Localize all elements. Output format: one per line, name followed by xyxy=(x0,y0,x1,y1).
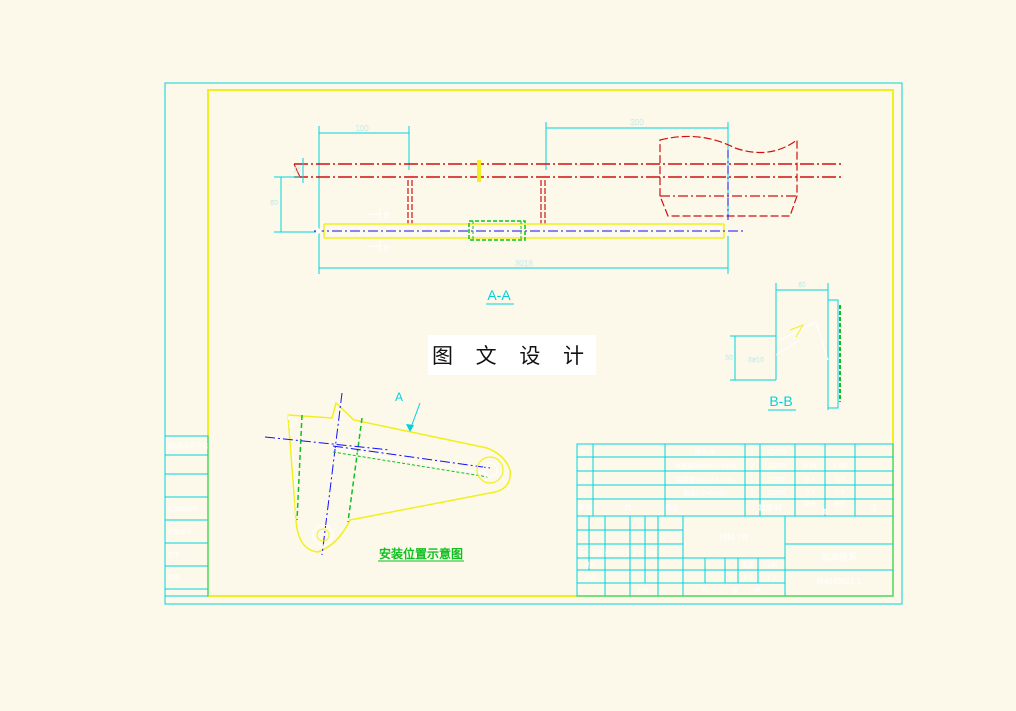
cut-b-top: B xyxy=(384,211,389,220)
weight-value: 2.8 xyxy=(743,575,753,582)
bom-no: 3 xyxy=(583,463,587,470)
bom-mat: Q235 xyxy=(768,449,785,456)
bom-grid xyxy=(576,443,894,597)
weld-note: 3ø10 xyxy=(748,357,764,364)
bom-header-total: 总计 xyxy=(834,500,846,508)
install-sketch: A 安装位置示意图 xyxy=(264,390,511,562)
bom-qty: 2 xyxy=(750,449,754,456)
sheet-of: 张 xyxy=(732,587,738,595)
strip-label-3: 签字 xyxy=(168,551,180,559)
inner-border xyxy=(207,89,894,597)
material-label: 材料 7件 xyxy=(719,532,750,542)
bom-name: 吊接管Ø20x4 L=150 xyxy=(676,475,735,484)
dim-15: 15 xyxy=(293,167,301,174)
bom-qty: 2 xyxy=(750,463,754,470)
bom-rows: B1 接头体 2 Q235 3 冲洗管Ø16x2 L=1434 2 Q235 0… xyxy=(578,447,878,516)
file-label: 更改文件号 xyxy=(604,550,629,557)
section-aa-title: A-A xyxy=(487,287,511,303)
sheet-no: 第 xyxy=(755,587,761,595)
strip-label-4: 日期 xyxy=(168,574,180,582)
dim-bb-50: 50 xyxy=(725,355,733,362)
bom-header-note: 注 xyxy=(871,503,878,512)
bom-name: 冲洗管Ø16x2 L=1434 xyxy=(674,461,737,470)
install-title: 安装位置示意图 xyxy=(379,546,463,561)
bom-header-no: 序号 xyxy=(578,503,592,512)
qty-value: 1 xyxy=(729,575,733,582)
bom-w2: 0.5 xyxy=(835,477,845,484)
bom-qty: 2 xyxy=(750,490,754,497)
outer-border xyxy=(164,82,903,605)
sign-label: 签字 xyxy=(632,550,642,557)
dim-60: 60 xyxy=(270,200,278,207)
cut-b-bottom: B xyxy=(384,244,389,253)
bom-no: 1 xyxy=(583,490,587,497)
watermark: 图 文 设 计 xyxy=(428,335,596,375)
approve-label: 批准 xyxy=(637,587,649,595)
mark-label: 标记 xyxy=(578,550,588,557)
weight-label: 重量 xyxy=(742,561,754,569)
count-label: 处数 xyxy=(592,550,602,557)
arrow-label-a: A xyxy=(395,390,403,404)
bom-header-name: 号名 xyxy=(665,503,679,512)
bom-mat: Q235 xyxy=(768,477,785,484)
bom-header-unit: 单件 xyxy=(804,500,816,508)
bom-name: 钢板δ F=60x50 xyxy=(683,488,727,497)
bom-mat: Q235 xyxy=(768,490,785,497)
bom-name: 接头体 xyxy=(695,447,716,456)
design-label: 设计 xyxy=(584,561,596,569)
left-strip-labels: 借(通)用件登记 旧底图总号 底图总号 签字 日期 xyxy=(168,442,208,582)
strip-label-0: 借(通)用件登记 xyxy=(168,442,208,450)
dim-bb-60: 60 xyxy=(798,282,806,289)
check-label: 审核 xyxy=(584,574,596,582)
left-strip xyxy=(164,435,209,597)
bom-no: B1 xyxy=(581,449,590,456)
bom-w1: 0.5 xyxy=(805,477,815,484)
bom-header-code: 代 xyxy=(625,503,632,512)
section-aa: 100 200 15 60 xyxy=(270,118,842,305)
strip-label-1: 旧底图总号 xyxy=(168,505,198,513)
title-block-text: 材料 7件 加油管系 M4043021 1 重量 比例 1 2.8 1:2 共 … xyxy=(578,532,862,595)
dim-200: 200 xyxy=(630,118,644,127)
dim-100: 100 xyxy=(355,124,369,133)
bom-w1: 0.84 xyxy=(803,463,817,470)
bom-no: 2 xyxy=(583,477,587,484)
scale-value: 1:2 xyxy=(766,575,776,582)
dim-3018: 3018 xyxy=(515,259,533,268)
bom-header-qty: 数量 材 xyxy=(759,503,782,512)
date-label: 日期 xyxy=(646,551,656,557)
bom-header-weight: 重 xyxy=(822,508,828,516)
bom-mat: Q235 xyxy=(768,463,785,470)
bom-w1: 0.2 xyxy=(805,490,815,497)
sheet-label: 共 xyxy=(702,587,708,595)
drawing-no: M4043021 1 xyxy=(817,577,862,586)
drawing-name: 加油管系 xyxy=(821,551,857,562)
scale-label: 比例 xyxy=(765,561,777,569)
section-bb-title: B-B xyxy=(769,393,792,409)
bom-w2: 1.68 xyxy=(833,463,847,470)
strip-label-2: 底图总号 xyxy=(168,528,192,536)
bom-qty: 1 xyxy=(750,477,754,484)
bom-w2: 0.4 xyxy=(835,490,845,497)
section-bb: 60 50 3ø10 B-B xyxy=(725,282,841,411)
